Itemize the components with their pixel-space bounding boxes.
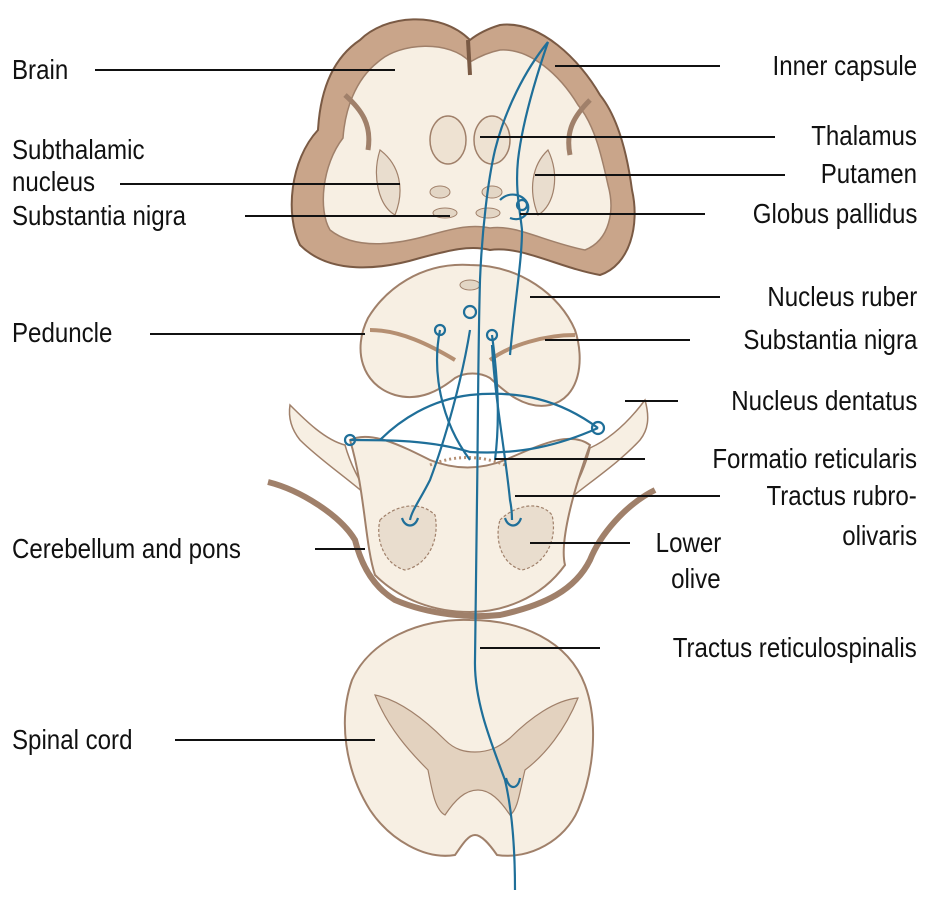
label-substantia-nigra-right: Substantia nigra xyxy=(743,324,917,356)
brain-fissure xyxy=(468,40,470,75)
label-thalamus: Thalamus xyxy=(811,120,917,152)
label-formatio-reticularis: Formatio reticularis xyxy=(712,443,917,475)
label-lower-olive-line1: Lower xyxy=(655,527,721,559)
pathway-dentatus-right xyxy=(380,394,598,440)
pons-section xyxy=(268,400,655,616)
label-nucleus-ruber: Nucleus ruber xyxy=(767,281,917,313)
brain-section xyxy=(292,19,635,275)
label-tractus-reticulospinalis: Tractus reticulospinalis xyxy=(673,632,917,664)
label-spinal-cord: Spinal cord xyxy=(12,724,132,756)
label-cerebellum-pons: Cerebellum and pons xyxy=(12,533,241,565)
label-lower-olive-line2: olive xyxy=(671,563,721,595)
spinal-cord-section xyxy=(345,620,593,856)
label-nucleus-dentatus: Nucleus dentatus xyxy=(731,385,917,417)
label-substantia-nigra-left: Substantia nigra xyxy=(12,200,186,232)
nucleus-small-2 xyxy=(482,186,502,198)
nucleus-small-4 xyxy=(476,208,500,218)
aqueduct xyxy=(460,280,480,290)
label-brain: Brain xyxy=(12,54,68,86)
ventricle-left xyxy=(430,116,466,164)
label-tractus-rubro-line1: Tractus rubro- xyxy=(767,480,917,512)
label-tractus-rubro-line2: olivaris xyxy=(842,520,917,552)
nucleus-small-1 xyxy=(430,186,450,198)
label-inner-capsule: Inner capsule xyxy=(772,50,917,82)
label-globus-pallidus: Globus pallidus xyxy=(752,198,917,230)
label-peduncle: Peduncle xyxy=(12,317,112,349)
label-putamen: Putamen xyxy=(821,158,917,190)
label-subthalamic-line2: nucleus xyxy=(12,166,95,198)
label-subthalamic-line1: Subthalamic xyxy=(12,134,145,166)
ventricle-right xyxy=(474,116,510,164)
